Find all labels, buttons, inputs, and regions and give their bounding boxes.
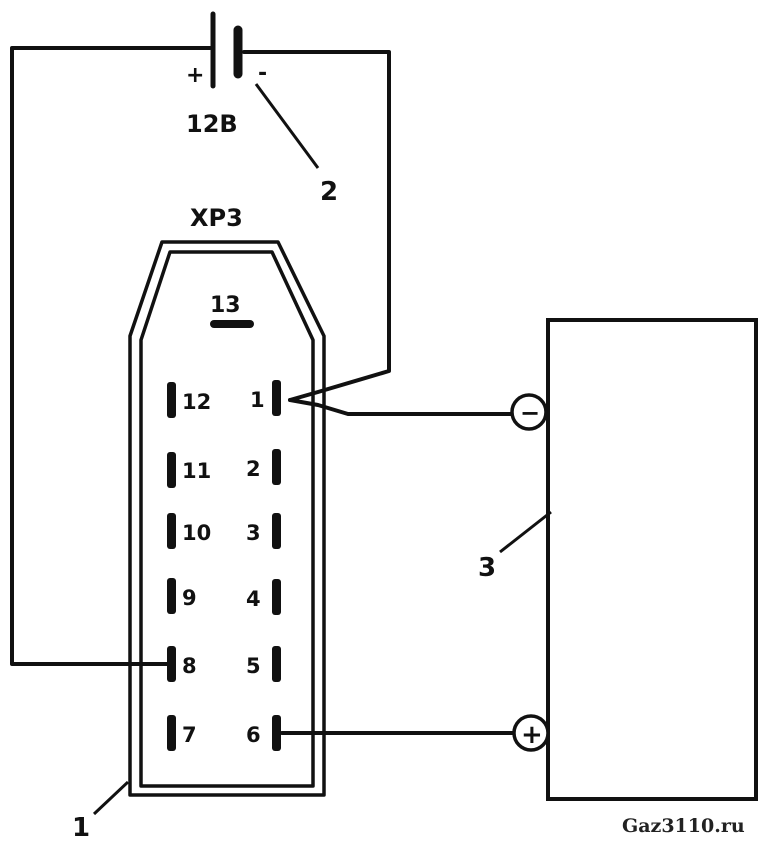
pin-label-5: 5 (246, 654, 261, 678)
battery-symbol (210, 11, 243, 89)
pin-slot-6 (272, 715, 281, 751)
connector-outline-inner (139, 250, 315, 788)
device-plus-terminal (512, 714, 550, 752)
battery-plus-sign: + (186, 63, 204, 88)
pin-slot-11 (167, 452, 176, 488)
pin-label-8: 8 (182, 654, 197, 678)
battery-minus-sign: - (258, 61, 267, 86)
pin-slot-12 (167, 382, 176, 418)
pin-label-4: 4 (246, 587, 261, 611)
device-minus-terminal (510, 393, 548, 431)
callout-1-leader (92, 780, 130, 816)
callout-2-number: 2 (320, 177, 338, 207)
pin-slot-3 (272, 513, 281, 549)
pin-label-7: 7 (182, 723, 197, 747)
right-pin-slots (272, 380, 281, 751)
pin-slot-8 (167, 646, 176, 682)
pin-slot-2 (272, 449, 281, 485)
callout-1-number: 1 (72, 813, 90, 843)
pin-label-6: 6 (246, 723, 261, 747)
watermark: Gaz3110.ru (622, 815, 745, 837)
device-box (546, 318, 758, 801)
callout-3-number: 3 (478, 553, 496, 583)
connector-top-pin (210, 320, 254, 328)
wire-battery-plus-to-pin8 (10, 46, 212, 666)
pin-slot-4 (272, 579, 281, 615)
wire-battery-minus (242, 50, 391, 402)
callout-3-leader (499, 510, 552, 554)
pin-slot-1 (272, 380, 281, 416)
pin-label-11: 11 (182, 459, 211, 483)
connector-top-pin-number: 13 (210, 293, 241, 318)
pin-label-12: 12 (182, 390, 211, 414)
device-minus-sign: − (520, 399, 540, 427)
pin-label-10: 10 (182, 521, 211, 545)
wire-pin1-to-device-minus (288, 398, 513, 416)
left-pin-slots (167, 382, 176, 751)
pin-label-9: 9 (182, 586, 197, 610)
pin-slot-7 (167, 715, 176, 751)
connector-name: XP3 (190, 204, 243, 232)
pin-slot-9 (167, 578, 176, 614)
pin-slot-10 (167, 513, 176, 549)
pin-label-2: 2 (246, 457, 261, 481)
pin-slot-5 (272, 646, 281, 682)
connector-outline-outer (128, 240, 326, 797)
pin-label-3: 3 (246, 521, 261, 545)
battery-voltage-label: 12B (186, 110, 238, 138)
pin-label-1: 1 (250, 388, 265, 412)
device-plus-sign: + (521, 720, 543, 750)
callout-2-leader (254, 83, 320, 169)
